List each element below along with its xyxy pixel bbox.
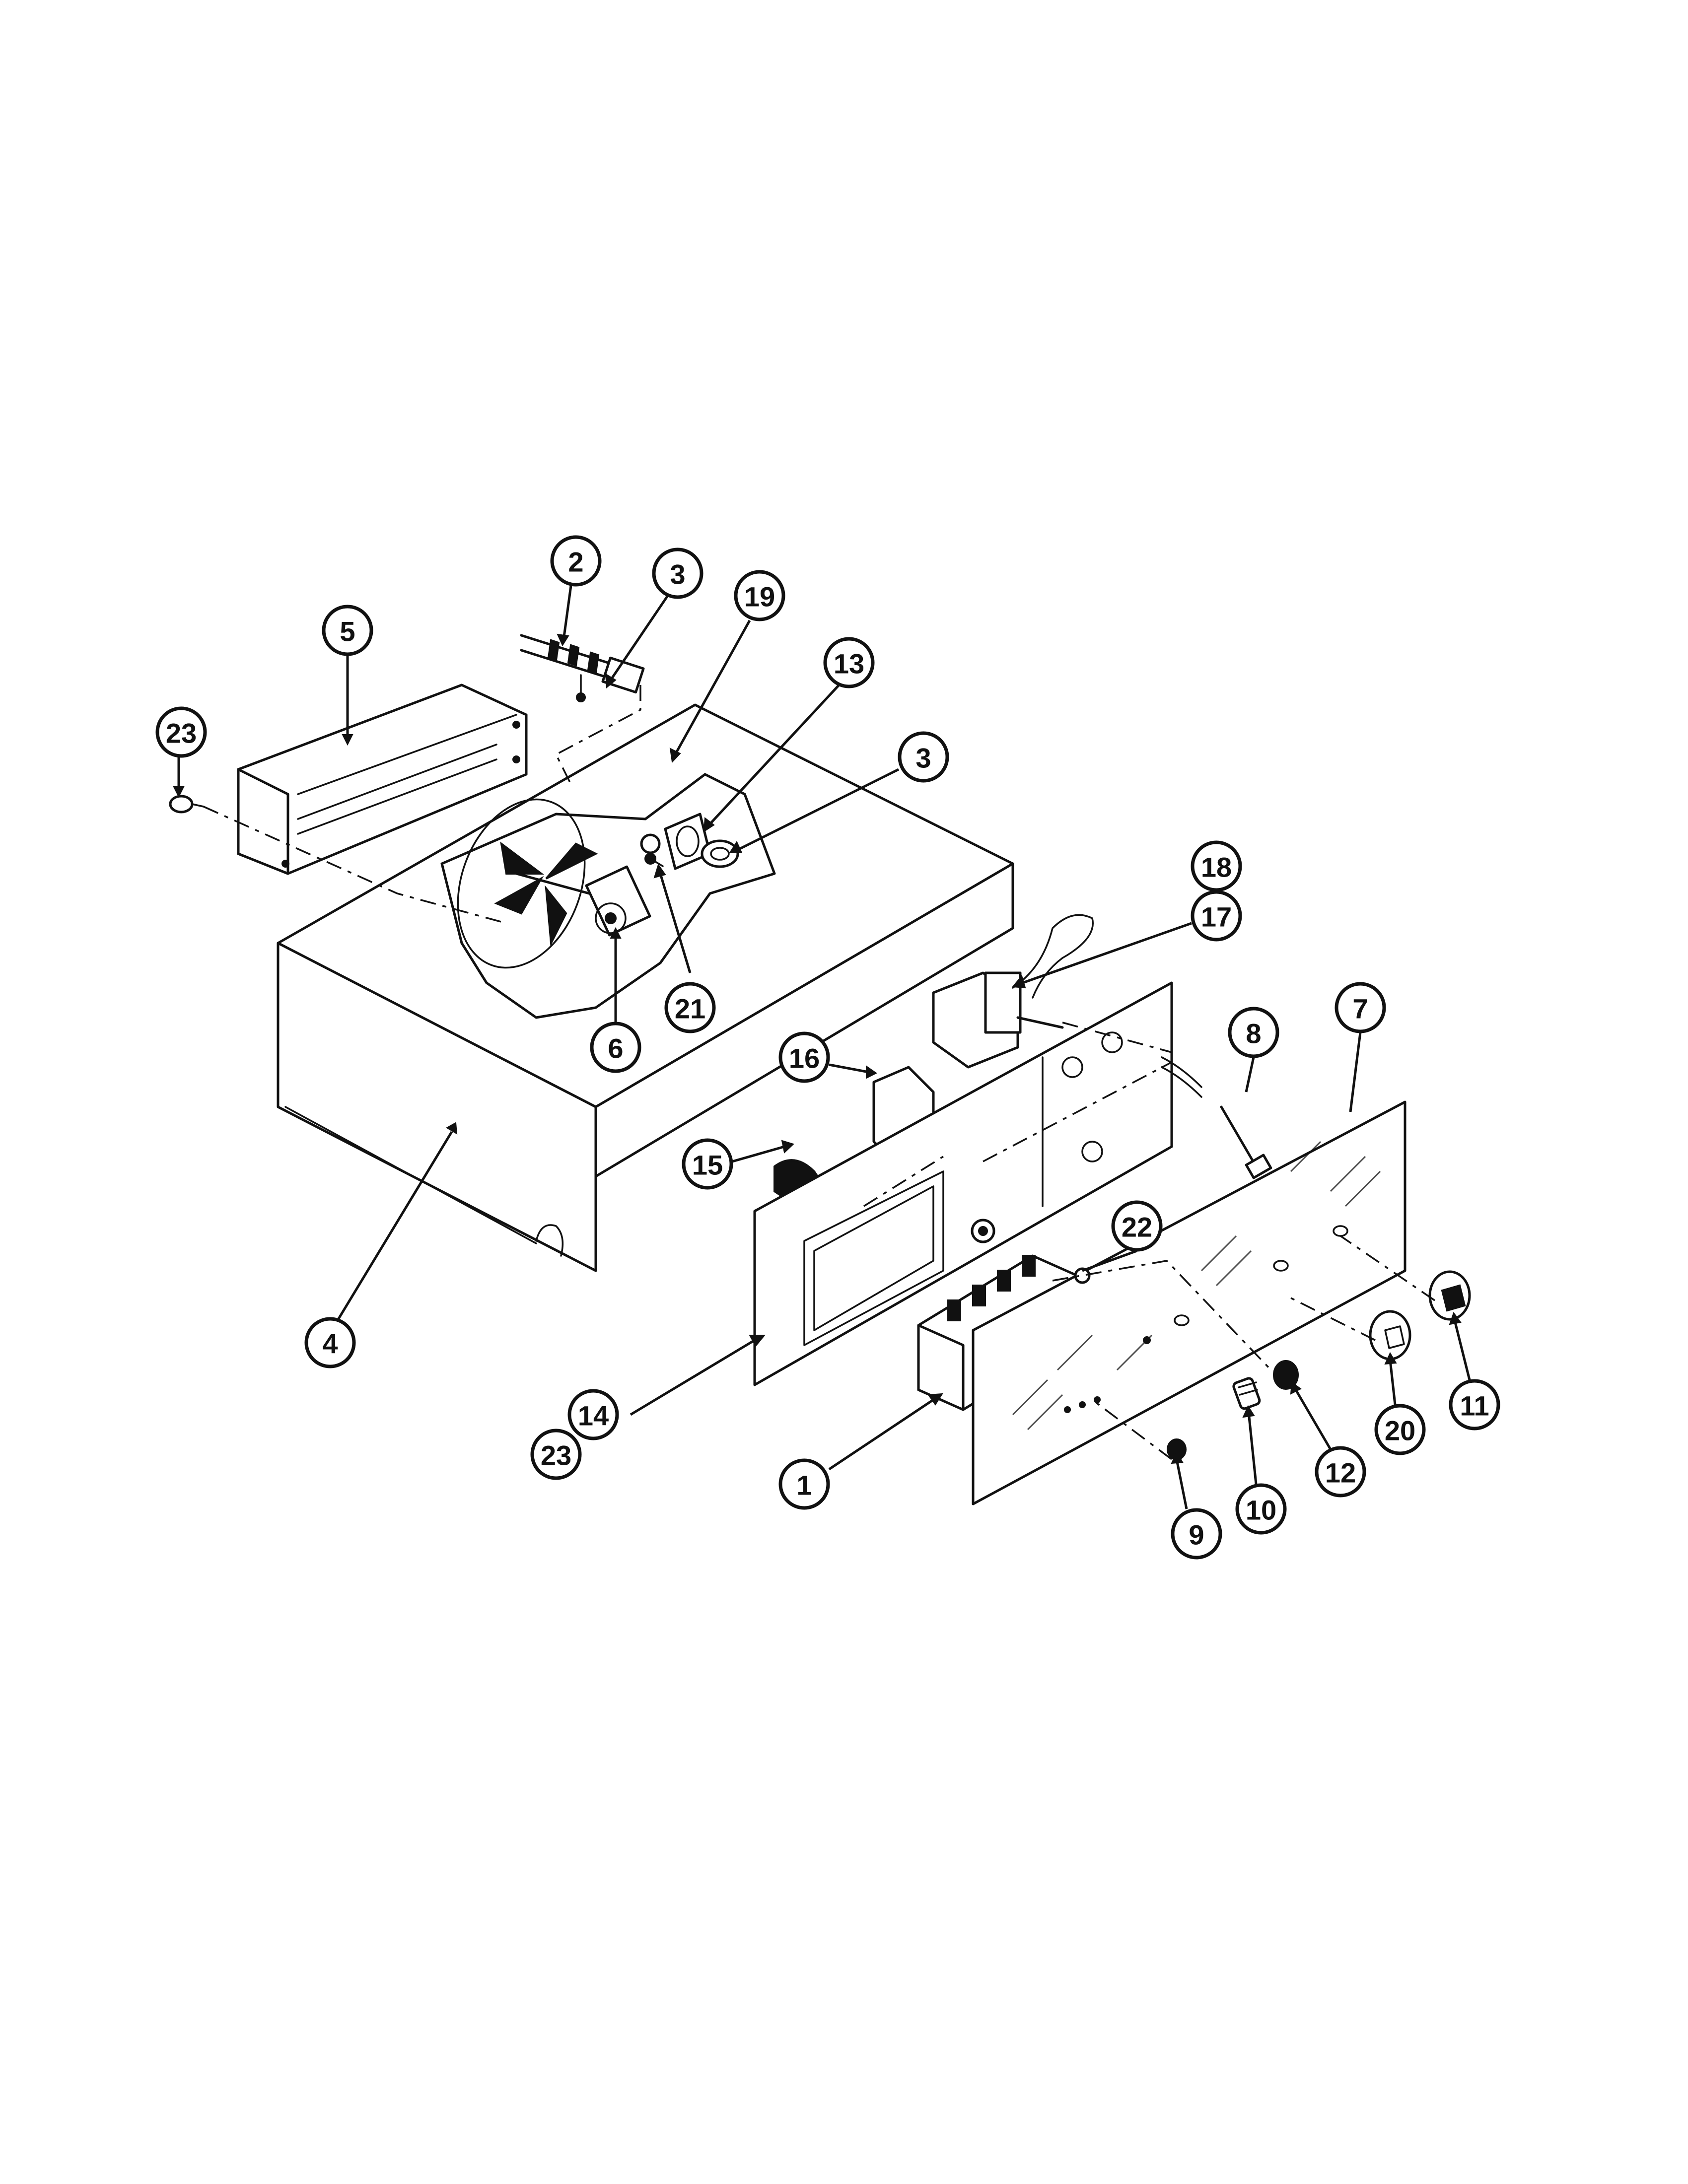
callout-label: 18 [1201,852,1232,883]
callout-5: 5 [322,605,373,656]
callout-11: 11 [1449,1379,1500,1431]
callout-18: 18 [1191,840,1242,892]
callout-label: 1 [796,1470,812,1501]
thermostat [932,914,1094,1069]
callout-16: 16 [778,1031,830,1083]
callout-label: 7 [1352,993,1368,1024]
fan-assembly [457,798,651,969]
callout-20: 20 [1374,1404,1426,1455]
callout-label: 3 [915,743,931,774]
callout-14: 14 [567,1389,619,1440]
callout-1: 1 [778,1458,830,1510]
callout-label: 15 [692,1150,723,1181]
callout-label: 10 [1246,1495,1276,1526]
control-bracket [753,981,1173,1386]
callout-label: 23 [166,718,197,749]
callout-6: 6 [590,1022,641,1073]
callout-label: 6 [608,1033,623,1064]
callout-19: 19 [734,570,785,621]
callout-label: 22 [1122,1212,1152,1243]
callout-label: 12 [1325,1457,1356,1489]
callout-label: 3 [670,559,685,590]
callout-label: 2 [568,546,583,578]
callout-label: 9 [1189,1519,1204,1551]
upper-shaft [520,634,645,702]
alignment-lines [203,685,1435,1460]
leader-lines [173,585,1471,1509]
callout-4: 4 [304,1317,356,1368]
callout-15: 15 [682,1138,733,1190]
callout-8: 8 [1228,1007,1279,1058]
callout-22: 22 [1111,1200,1163,1252]
callout-21: 21 [664,982,716,1033]
callout-label: 14 [578,1400,609,1432]
callout-label: 19 [744,581,775,613]
callout-23-top: 23 [155,706,207,758]
callout-label: 13 [834,648,864,680]
callout-label: 16 [789,1043,820,1074]
callout-10: 10 [1235,1483,1287,1535]
callout-13: 13 [823,637,875,688]
callout-label: 5 [340,616,355,647]
screws [169,795,1091,1284]
callout-12: 12 [1315,1446,1366,1498]
front-knobs [1167,1270,1471,1460]
callout-2: 2 [550,535,602,587]
callout-label: 17 [1201,901,1232,933]
callout-label: 21 [675,993,705,1024]
callout-label: 23 [541,1440,571,1471]
callout-17: 17 [1191,890,1242,942]
callout-label: 20 [1385,1415,1415,1446]
callout-9: 9 [1171,1508,1222,1560]
callout-label: 11 [1460,1390,1489,1422]
callout-label: 4 [322,1328,338,1360]
heater-tray [237,683,528,875]
support-rod [1161,1056,1272,1179]
callout-7: 7 [1335,982,1386,1033]
callout-label: 8 [1246,1018,1261,1049]
callout-3-mid: 3 [898,731,949,783]
callout-23-bottom: 23 [530,1429,582,1480]
front-glass-panel [972,1100,1407,1505]
callout-3-top: 3 [652,547,703,599]
